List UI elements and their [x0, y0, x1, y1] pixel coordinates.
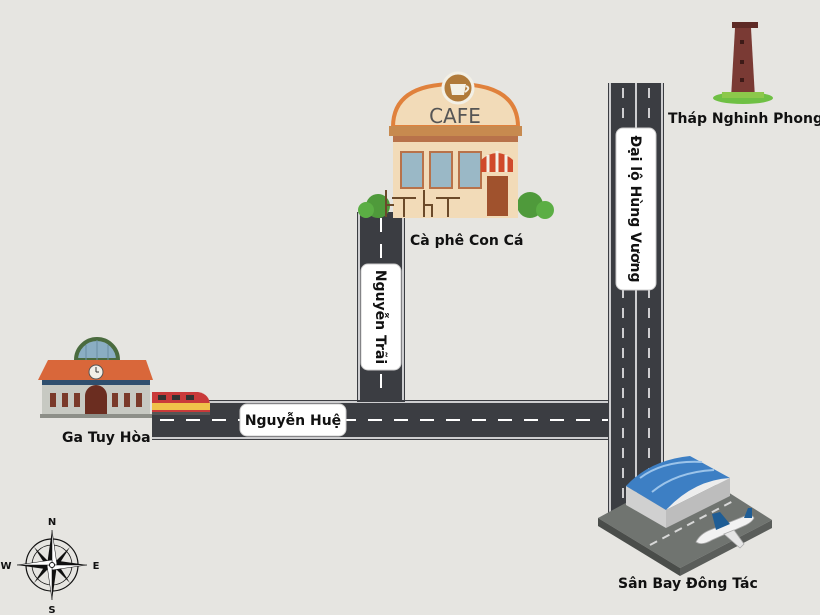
airport-icon[interactable]	[598, 456, 772, 576]
road-nguyen-hue[interactable]	[152, 400, 608, 440]
train-icon	[152, 392, 210, 415]
road-label-nguyen-hue-text: Nguyễn Huệ	[245, 412, 341, 429]
label-thap-nghinh-phong: Tháp Nghinh Phong	[668, 111, 820, 127]
road-label-nguyen-hue: Nguyễn Huệ	[239, 403, 347, 437]
label-san-bay-dong-tac: Sân Bay Đông Tác	[618, 576, 758, 592]
train-station-icon[interactable]	[38, 337, 153, 418]
compass-east-label: E	[93, 561, 100, 572]
compass-west-label: W	[0, 561, 11, 572]
airplane-icon	[695, 508, 755, 549]
label-ga-tuy-hoa: Ga Tuy Hòa	[62, 430, 151, 446]
tower-icon[interactable]	[713, 22, 773, 104]
road-label-nguyen-trai-text: Nguyễn Trãi	[372, 270, 389, 364]
compass-north-label: N	[48, 517, 56, 528]
compass-south-label: S	[48, 605, 55, 615]
road-label-hung-vuong-text: Đại lộ Hùng Vương	[627, 135, 643, 282]
road-label-nguyen-trai: Nguyễn Trãi	[360, 263, 402, 371]
coffee-cup-icon	[441, 71, 475, 105]
cafe-building-icon[interactable]: CAFE	[358, 81, 554, 219]
compass-rose-icon	[16, 529, 88, 601]
cafe-sign-text: CAFE	[429, 104, 481, 128]
label-ca-phe-con-ca: Cà phê Con Cá	[410, 233, 523, 249]
road-label-hung-vuong: Đại lộ Hùng Vương	[615, 127, 657, 291]
